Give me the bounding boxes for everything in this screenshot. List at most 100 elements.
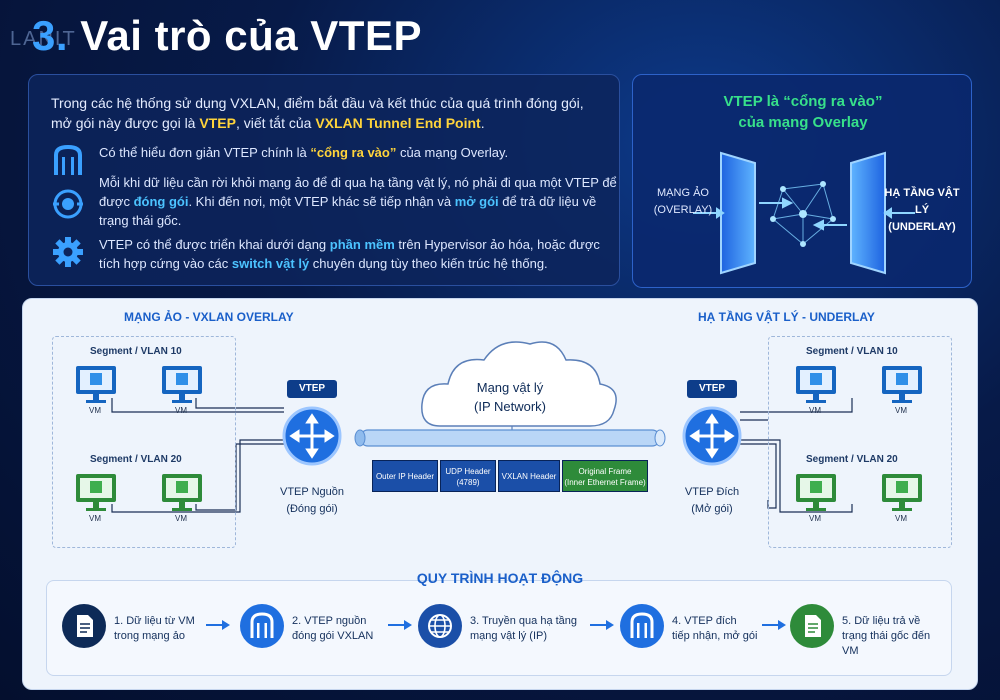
bullet2-text: Mỗi khi dữ liệu cần rời khỏi mạng ảo để … (99, 175, 617, 209)
arrow-right-icon (762, 620, 786, 630)
bullet1-text-2: của mạng Overlay. (396, 145, 509, 160)
vm-label: VM (89, 406, 101, 415)
packet-block-text: VXLAN Header (501, 472, 557, 481)
packet-block-text-2: (Inner Ethernet Frame) (564, 478, 646, 487)
cloud-label-line1: Mạng vật lý (476, 380, 544, 395)
vtep-source-label-line2: (Đóng gói) (286, 503, 338, 515)
target-icon (53, 189, 83, 219)
physical-network-label: Mạng vật lý (IP Network) (440, 378, 580, 416)
gate-icon (620, 604, 664, 648)
vtep-source-label-line1: VTEP Nguồn (279, 486, 344, 498)
workflow-step-3: 3. Truyền qua hạ tầng mạng vật lý (IP) (470, 614, 588, 644)
overlay-label-line2: (OVERLAY) (653, 204, 713, 216)
packet-vxlan-header: VXLAN Header (498, 460, 560, 492)
bullet-deployment-text: VTEP có thể được triển khai dưới dạng ph… (99, 235, 619, 273)
packet-outer-ip-header: Outer IP Header (372, 460, 438, 492)
packet-original-frame: Original Frame (Inner Ethernet Frame) (562, 460, 648, 492)
workflow-step-4: 4. VTEP đích tiếp nhận, mở gói (672, 614, 790, 644)
workflow-step-5: 5. Dữ liệu trả về trạng thái gốc đến VM (842, 614, 948, 659)
step-4-line2: tiếp nhận, mở gói (672, 630, 758, 642)
vtep-source-label: VTEP Nguồn (Đóng gói) (267, 484, 357, 518)
overlay-zone-title: MẠNG ẢO - VXLAN OVERLAY (124, 310, 294, 324)
document-icon (790, 604, 834, 648)
vm-monitor-icon (162, 474, 202, 511)
vm-label: VM (809, 406, 821, 415)
underlay-label-line2: (UNDERLAY) (888, 221, 956, 233)
vm-monitor-icon (76, 366, 116, 403)
intro-text-3: . (480, 115, 485, 131)
packet-block-text: Original Frame (578, 467, 632, 476)
info-panel: Trong các hệ thống sử dụng VXLAN, điểm b… (28, 74, 620, 286)
bullet2-text-2: . Khi đến nơi, một VTEP khác sẽ tiếp nhậ… (188, 194, 455, 209)
packet-block-text-2: (4789) (456, 478, 480, 487)
vm-monitor-icon (882, 366, 922, 403)
vm-monitor-icon (76, 474, 116, 511)
step-1-line2: trong mạng ảo (114, 630, 185, 642)
step-3-line2: mạng vật lý (IP) (470, 630, 548, 642)
gate-icon (54, 144, 82, 175)
workflow-title: QUY TRÌNH HOẠT ĐỘNG (416, 570, 584, 586)
vtep-panel-title: VTEP là “cổng ra vào” của mạng Overlay (633, 91, 973, 133)
vtep-panel-title-line2: của mạng Overlay (738, 114, 868, 131)
bullet1-highlight: “cổng ra vào” (310, 145, 397, 160)
bullet-encapsulation-text: Mỗi khi dữ liệu cần rời khỏi mạng ảo để … (99, 173, 619, 230)
packet-udp-header: UDP Header (4789) (440, 460, 496, 492)
overlay-segment-box (52, 336, 236, 548)
globe-network-icon (418, 604, 462, 648)
step-5-line1: 5. Dữ liệu trả về (842, 615, 921, 627)
bullet2-highlight-decap: mở gói (454, 194, 499, 209)
vtep-source-node (282, 406, 342, 466)
bullet-gateway-text: Có thể hiểu đơn giản VTEP chính là “cổng… (99, 143, 619, 162)
vm-monitor-icon (796, 474, 836, 511)
vxlan-tunnel (359, 429, 661, 447)
packet-block-text: UDP Header (445, 467, 491, 476)
vm-label: VM (175, 514, 187, 523)
step-1-line1: 1. Dữ liệu từ VM (114, 615, 195, 627)
title-text: Vai trò của VTEP (80, 12, 422, 59)
underlay-side-label: HẠ TẦNG VẬT LÝ (UNDERLAY) (877, 185, 967, 236)
brand-logo: LANIT (10, 28, 77, 50)
step-5-line2: trạng thái gốc đến VM (842, 630, 931, 657)
bullet2-highlight-encap: đóng gói (133, 194, 189, 209)
underlay-segment-box (768, 336, 952, 548)
step-2-line1: 2. VTEP nguồn (292, 615, 367, 627)
intro-text-2: , viết tắt của (235, 115, 316, 131)
bullet3-highlight-switch: switch vật lý (231, 256, 310, 271)
vtep-destination-label-line1: VTEP Đích (684, 486, 740, 498)
right-seg10-label: Segment / VLAN 10 (806, 346, 898, 357)
underlay-zone-title: HẠ TẦNG VẬT LÝ - UNDERLAY (698, 310, 875, 324)
vtep-destination-label-line2: (Mở gói) (691, 503, 733, 515)
bullet3-highlight-software: phần mềm (329, 237, 395, 252)
vm-label: VM (895, 406, 907, 415)
cloud-shape (421, 341, 617, 427)
packet-block-text: Outer IP Header (375, 472, 435, 481)
arrow-right-icon (388, 620, 412, 630)
overlay-label-line1: MẠNG ẢO (657, 187, 709, 199)
right-seg20-label: Segment / VLAN 20 (806, 454, 898, 465)
left-seg10-label: Segment / VLAN 10 (90, 346, 182, 357)
intro-text: Trong các hệ thống sử dụng VXLAN, điểm b… (51, 95, 584, 131)
bullet2-text-3: để trả dữ liệu về trạng thái gốc. (99, 194, 597, 228)
vm-monitor-icon (796, 366, 836, 403)
vtep-gateway-panel: VTEP là “cổng ra vào” của mạng Overlay (632, 74, 972, 288)
step-4-line1: 4. VTEP đích (672, 615, 737, 627)
vtep-destination-badge: VTEP (687, 380, 737, 398)
vm-label: VM (895, 514, 907, 523)
bullet3-text-2: trên Hypervisor ảo hóa, hoặc được tích h… (99, 237, 600, 271)
bullet3-text: VTEP có thể được triển khai dưới dạng (99, 237, 330, 252)
arrow-right-icon (590, 620, 614, 630)
vtep-panel-title-line1: VTEP là “cổng ra vào” (723, 93, 883, 110)
vm-label: VM (809, 514, 821, 523)
bullet1-text: Có thể hiểu đơn giản VTEP chính là (99, 145, 311, 160)
title-number: 3. (32, 12, 69, 59)
vm-monitor-icon (162, 366, 202, 403)
cloud-label-line2: (IP Network) (474, 399, 546, 414)
arrow-right-icon (206, 620, 230, 630)
overlay-side-label: MẠNG ẢO (OVERLAY) (643, 185, 723, 219)
intro-highlight-fullname: VXLAN Tunnel End Point (315, 115, 481, 131)
workflow-step-2: 2. VTEP nguồn đóng gói VXLAN (292, 614, 410, 644)
vtep-source-badge: VTEP (287, 380, 337, 398)
page-title: 3. Vai trò của VTEP (32, 12, 422, 60)
step-2-line2: đóng gói VXLAN (292, 630, 374, 642)
